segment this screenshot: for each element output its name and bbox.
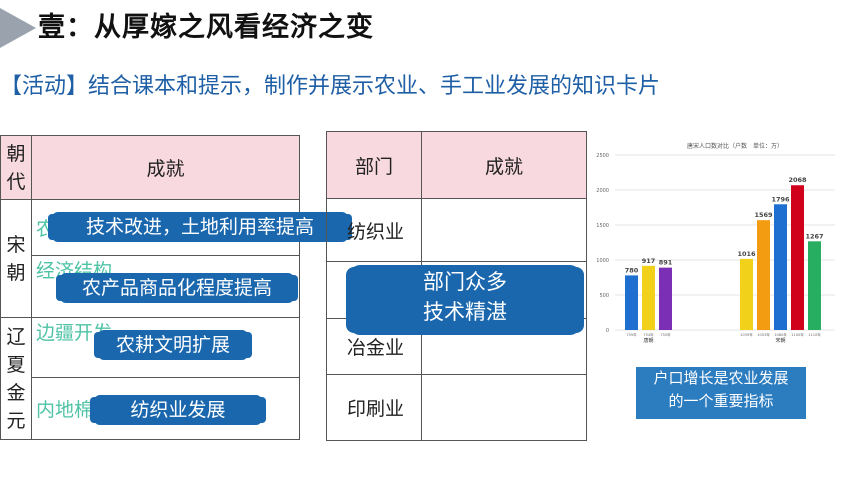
dynasty-liao-xia-jin-yuan: 辽夏金元 (0, 317, 32, 440)
card-departments-line1: 部门众多 (423, 270, 507, 294)
card-commercialization[interactable]: 农产品商品化程度提高 (60, 273, 294, 303)
chart-bar-1-3 (791, 185, 804, 330)
chart-datalabel-0-0: 780 (625, 266, 639, 274)
chart-datalabel-1-2: 1796 (771, 195, 790, 203)
department-textile: 纺织业 (326, 198, 422, 262)
chart-xtick-0-1: 754年 (643, 332, 654, 337)
department-textile-achievement (421, 198, 587, 262)
card-departments[interactable]: 部门众多 技术精湛 (350, 265, 580, 335)
chart-ytick-3: 1500 (596, 223, 609, 229)
chart-datalabel-0-2: 891 (659, 259, 673, 267)
chart-xtick-1-3: 1100年 (791, 332, 804, 337)
chart-bar-1-2 (774, 204, 787, 330)
chart-datalabel-1-0: 1016 (737, 250, 756, 258)
activity-instruction: 【活动】结合课本和提示，制作并展示农业、手工业发展的知识卡片 (0, 74, 661, 99)
chart-xtick-0-0: 755年 (626, 332, 637, 337)
table2-header-department: 部门 (326, 131, 422, 199)
chart-bar-0-1 (642, 265, 655, 330)
chart-bar-0-0 (625, 275, 638, 330)
note-box: 户口增长是农业发展 的一个重要指标 (636, 367, 806, 419)
table1-header-dynasty: 朝代 (0, 135, 32, 200)
card-farming-expansion[interactable]: 农耕文明扩展 (98, 330, 248, 360)
chart-ytick-2: 1000 (596, 258, 609, 264)
department-printing-achievement (421, 374, 587, 441)
chart-datalabel-1-3: 2068 (788, 176, 807, 184)
card-textile-development[interactable]: 纺织业发展 (94, 395, 262, 425)
chart-bar-0-2 (659, 267, 672, 330)
chart-xtick-0-2: 755年 (660, 332, 671, 337)
table1-header-achievement: 成就 (31, 135, 300, 200)
population-chart-svg: 唐宋人口数对比（户数 单位：万） 0 500 1000 1500 2000 2500 780 7… (596, 142, 835, 344)
chart-bar-1-0 (740, 258, 753, 330)
chart-group-label-0: 唐朝 (643, 337, 653, 344)
chart-datalabel-1-1: 1569 (754, 211, 773, 219)
page-title: 壹：从厚嫁之风看经济之变 (38, 12, 374, 43)
chart-ytick-1: 500 (599, 293, 609, 299)
chart-xtick-1-2: 1080年 (774, 332, 787, 337)
title-arrow-icon (0, 8, 36, 48)
chart-bar-1-4 (808, 241, 821, 330)
note-line2: 的一个重要指标 (668, 392, 774, 410)
department-printing: 印刷业 (326, 374, 422, 441)
chart-datalabel-1-4: 1267 (805, 232, 823, 240)
table2-header-achievement: 成就 (421, 131, 587, 199)
chart-xtick-1-1: 1053年 (757, 332, 770, 337)
card-departments-line2: 技术精湛 (423, 300, 507, 324)
chart-ytick-4: 2000 (596, 188, 609, 194)
chart-title: 唐宋人口数对比（户数 单位：万） (687, 142, 783, 150)
note-line1: 户口增长是农业发展 (653, 369, 789, 387)
chart-xtick-1-0: 1039年 (740, 332, 753, 337)
chart-bar-1-1 (757, 220, 770, 330)
chart-xtick-1-4: 1110年 (808, 332, 821, 337)
population-chart: 唐宋人口数对比（户数 单位：万） 0 500 1000 1500 2000 2500 780 7… (595, 135, 845, 347)
dynasty-song: 宋朝 (0, 199, 32, 318)
card-technology-improvement[interactable]: 技术改进，土地利用率提高 (52, 212, 348, 242)
chart-datalabel-0-1: 917 (642, 257, 656, 265)
chart-ytick-5: 2500 (596, 153, 609, 159)
chart-group-label-1: 宋朝 (775, 337, 785, 344)
chart-ytick-0: 0 (606, 328, 609, 334)
table1-hint-row3: 边疆开发 (31, 317, 300, 378)
